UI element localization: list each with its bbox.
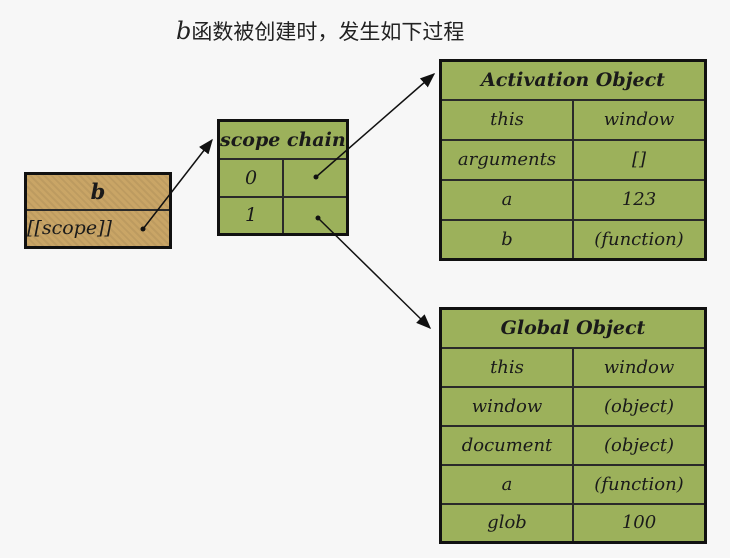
activation-object-row: a 123 [439, 178, 707, 221]
activation-object-row: this window [439, 98, 707, 141]
activation-object-box: Activation Object this window arguments … [439, 59, 707, 261]
title-var: b [176, 17, 192, 45]
go-key: this [439, 346, 574, 388]
go-key: a [439, 463, 574, 505]
b-function-box: b [[scope]] [24, 172, 172, 249]
pointer-dot [140, 226, 146, 232]
go-key: document [439, 424, 574, 466]
ao-key: arguments [439, 138, 574, 181]
scope-chain-row: 0 [217, 157, 349, 198]
title-text: 函数被创建时，发生如下过程 [191, 20, 465, 44]
scope-chain-box: scope chain 0 1 [217, 119, 349, 236]
activation-object-header: Activation Object [439, 59, 707, 101]
diagram-title: b函数被创建时，发生如下过程 [176, 16, 464, 46]
global-object-header: Global Object [439, 307, 707, 349]
scope-chain-index: 1 [217, 195, 284, 236]
b-box-scope-cell: [[scope]] [24, 208, 172, 249]
global-object-row: this window [439, 346, 707, 388]
ao-key: this [439, 98, 574, 141]
ao-key: a [439, 178, 574, 221]
global-object-row: window (object) [439, 385, 707, 427]
go-value: window [572, 346, 707, 388]
ao-value: (function) [572, 218, 707, 261]
go-key: glob [439, 502, 574, 544]
arrow-chain0-to-activation [315, 73, 436, 178]
global-object-row: document (object) [439, 424, 707, 466]
go-value: (function) [572, 463, 707, 505]
pointer-dot [315, 215, 321, 221]
go-key: window [439, 385, 574, 427]
b-box-header: b [24, 172, 172, 211]
ao-value: window [572, 98, 707, 141]
scope-chain-header: scope chain [217, 119, 349, 160]
go-value: (object) [572, 385, 707, 427]
go-value: 100 [572, 502, 707, 544]
scope-chain-index: 0 [217, 157, 284, 198]
go-value: (object) [572, 424, 707, 466]
global-object-box: Global Object this window window (object… [439, 307, 707, 544]
scope-chain-pointer-cell [281, 157, 349, 198]
scope-chain-row: 1 [217, 195, 349, 236]
ao-value: [] [572, 138, 707, 181]
global-object-row: a (function) [439, 463, 707, 505]
activation-object-row: arguments [] [439, 138, 707, 181]
ao-key: b [439, 218, 574, 261]
pointer-dot [313, 174, 319, 180]
activation-object-row: b (function) [439, 218, 707, 261]
b-box-scope-label: [[scope]] [27, 217, 112, 240]
arrow-b-scope-to-chain [142, 138, 213, 230]
ao-value: 123 [572, 178, 707, 221]
global-object-row: glob 100 [439, 502, 707, 544]
arrow-chain1-to-global [317, 217, 432, 330]
scope-chain-pointer-cell [281, 195, 349, 236]
